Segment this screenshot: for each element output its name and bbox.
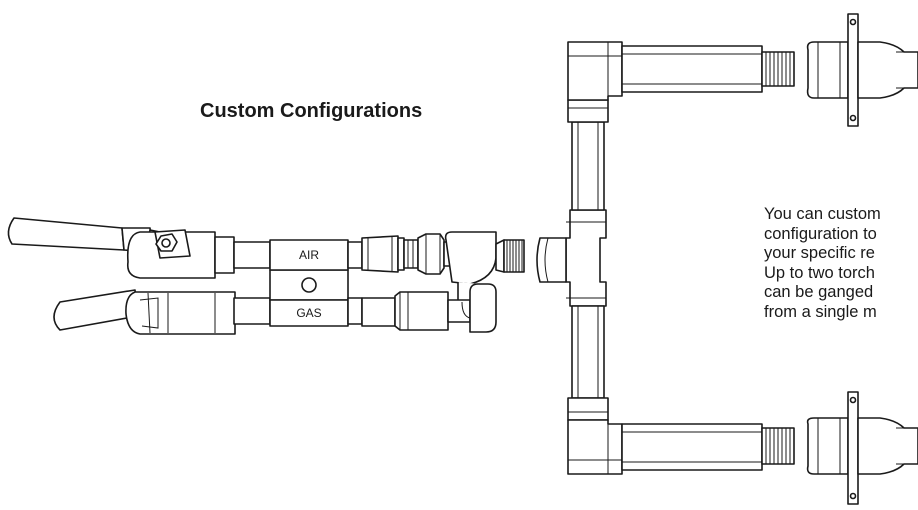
pipe-tee [536, 209, 607, 307]
description-line: configuration to [764, 224, 877, 243]
description-line: can be ganged [764, 283, 874, 301]
description-line: Up to two torch [764, 263, 875, 282]
top-outlet-pipe [621, 45, 795, 93]
air-valve-body [126, 229, 235, 279]
gas-valve-handle [53, 289, 139, 331]
bottom-elbow [567, 419, 623, 475]
upper-vertical-pipe [567, 99, 609, 211]
air-line-fittings [361, 231, 505, 313]
bottom-outlet-pipe [621, 423, 795, 471]
mounting-hole-icon [301, 277, 317, 293]
manifold-block: AIR GAS [233, 239, 363, 327]
page-title: Custom Configurations [200, 100, 423, 122]
description-line: from a single m [764, 302, 877, 321]
gas-valve-body [125, 291, 236, 335]
bottom-torch-head [806, 391, 918, 505]
description-line: You can custom [764, 205, 881, 223]
lower-vertical-pipe [567, 305, 609, 421]
description-line: your specific re [764, 244, 875, 262]
gas-line-fittings [361, 283, 497, 333]
top-torch-head [806, 13, 918, 127]
air-label: AIR [299, 248, 319, 262]
top-elbow [567, 41, 623, 101]
description-text: You can custom configuration to your spe… [764, 205, 918, 322]
threaded-nipple [503, 239, 525, 273]
gas-label: GAS [296, 306, 321, 320]
